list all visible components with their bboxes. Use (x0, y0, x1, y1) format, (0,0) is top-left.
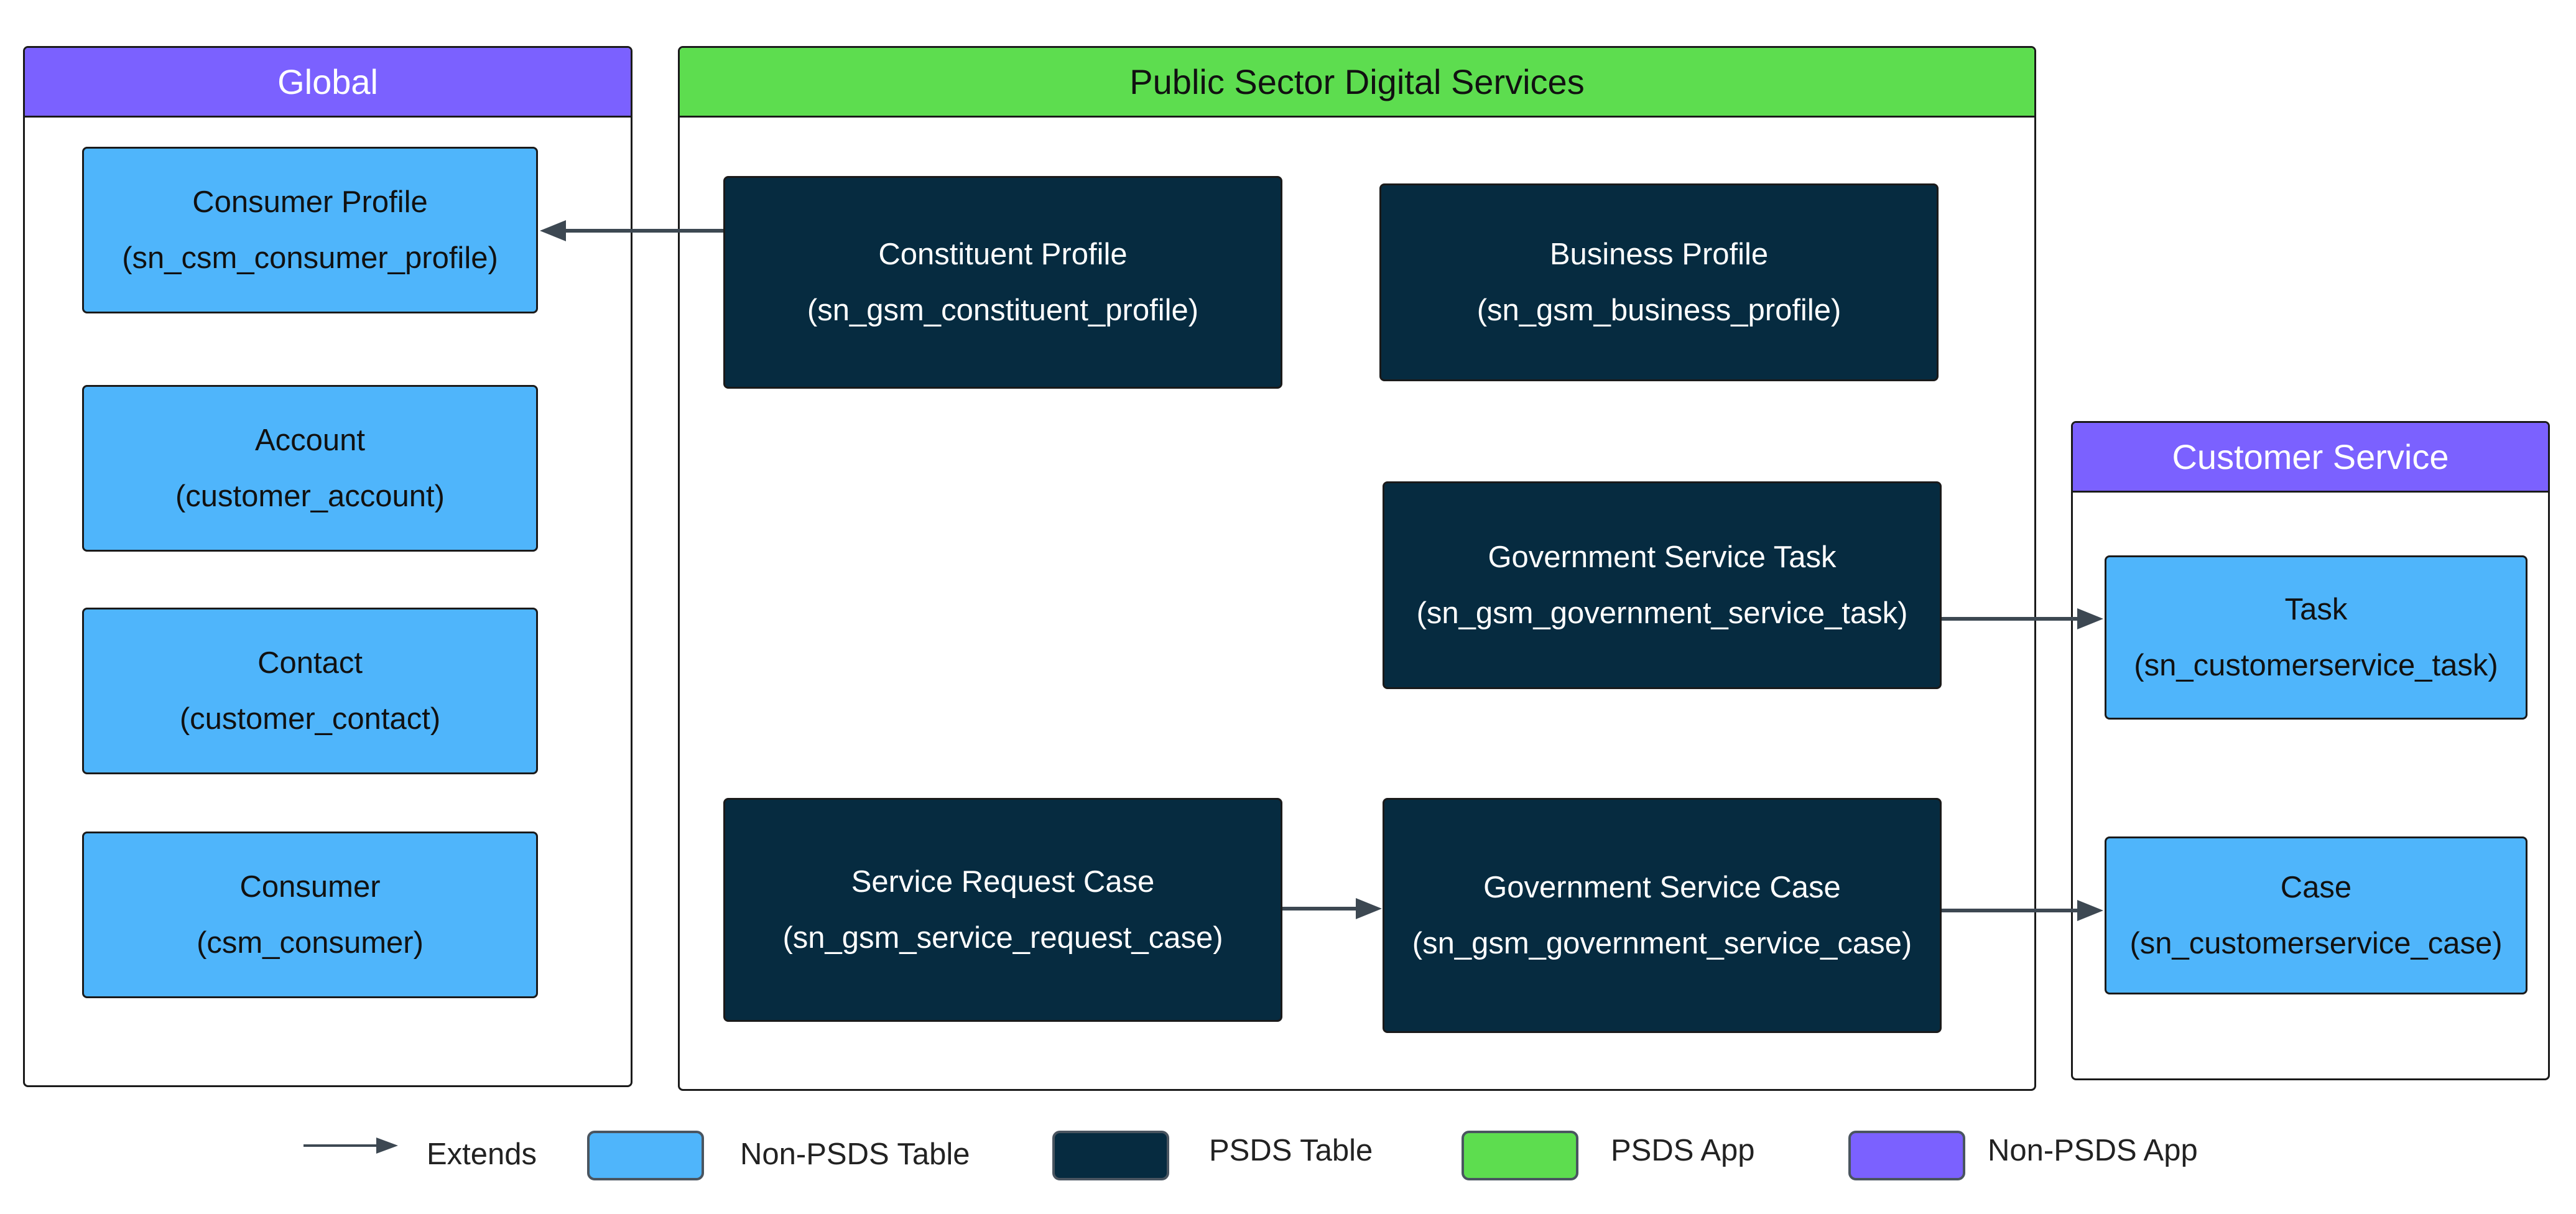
legend-non-psds-table-swatch (587, 1131, 704, 1180)
arrow-government-case-to-case (1942, 900, 2103, 921)
consumer-profile-name: Consumer Profile (192, 185, 428, 219)
case-table-name: (sn_customerservice_case) (2129, 927, 2503, 960)
consumer-table-name: (csm_consumer) (197, 926, 424, 960)
account-table[interactable]: Account (customer_account) (82, 385, 538, 552)
legend-extends-arrow (303, 1138, 398, 1154)
psds-app-title: Public Sector Digital Services (1129, 62, 1585, 101)
customer-service-app-header: Customer Service (2073, 423, 2548, 493)
contact-table[interactable]: Contact (customer_contact) (82, 608, 538, 774)
task-name: Task (2284, 593, 2348, 626)
government-service-case-table-name: (sn_gsm_government_service_case) (1412, 927, 1912, 960)
legend-non-psds-table-label: Non-PSDS Table (740, 1138, 970, 1171)
contact-table-name: (customer_contact) (179, 702, 441, 736)
government-service-task-table-name: (sn_gsm_government_service_task) (1416, 596, 1908, 630)
account-table-name: (customer_account) (175, 480, 445, 513)
consumer-table[interactable]: Consumer (csm_consumer) (82, 832, 538, 998)
business-profile-name: Business Profile (1549, 238, 1769, 271)
service-request-case-table[interactable]: Service Request Case (sn_gsm_service_req… (723, 798, 1282, 1022)
arrow-government-task-to-task (1942, 608, 2103, 629)
task-table[interactable]: Task (sn_customerservice_task) (2105, 555, 2527, 720)
contact-name: Contact (257, 646, 363, 680)
constituent-profile-table[interactable]: Constituent Profile (sn_gsm_constituent_… (723, 176, 1282, 389)
service-request-case-table-name: (sn_gsm_service_request_case) (782, 921, 1223, 955)
legend-non-psds-app-swatch (1848, 1131, 1965, 1180)
constituent-profile-table-name: (sn_gsm_constituent_profile) (807, 294, 1199, 327)
consumer-name: Consumer (239, 870, 381, 904)
government-service-task-name: Government Service Task (1488, 540, 1837, 574)
arrow-constituent-to-consumer-profile (540, 220, 723, 241)
business-profile-table[interactable]: Business Profile (sn_gsm_business_profil… (1379, 183, 1939, 381)
customer-service-app-title: Customer Service (2172, 437, 2449, 476)
service-request-case-name: Service Request Case (851, 865, 1155, 899)
legend-psds-table-label: PSDS Table (1209, 1134, 1373, 1167)
arrow-service-request-to-government-case (1282, 898, 1382, 919)
government-service-case-table[interactable]: Government Service Case (sn_gsm_governme… (1383, 798, 1942, 1033)
legend-psds-app-swatch (1462, 1131, 1578, 1180)
government-service-case-name: Government Service Case (1483, 871, 1841, 904)
task-table-name: (sn_customerservice_task) (2134, 649, 2498, 682)
psds-app-header: Public Sector Digital Services (680, 48, 2034, 118)
account-name: Account (254, 424, 366, 457)
case-name: Case (2280, 871, 2352, 904)
legend-extends-label: Extends (427, 1138, 537, 1171)
constituent-profile-name: Constituent Profile (878, 238, 1128, 271)
consumer-profile-table[interactable]: Consumer Profile (sn_csm_consumer_profil… (82, 147, 538, 313)
business-profile-table-name: (sn_gsm_business_profile) (1476, 294, 1842, 327)
consumer-profile-table-name: (sn_csm_consumer_profile) (122, 241, 498, 275)
global-app-title: Global (277, 62, 378, 101)
global-app-header: Global (25, 48, 631, 118)
case-table[interactable]: Case (sn_customerservice_case) (2105, 836, 2527, 994)
legend-psds-table-swatch (1052, 1131, 1169, 1180)
legend-psds-app-label: PSDS App (1611, 1134, 1755, 1167)
legend-non-psds-app-label: Non-PSDS App (1988, 1134, 2198, 1167)
legend: Extends Non-PSDS Table PSDS Table PSDS A… (0, 1119, 2576, 1194)
government-service-task-table[interactable]: Government Service Task (sn_gsm_governme… (1383, 481, 1942, 689)
